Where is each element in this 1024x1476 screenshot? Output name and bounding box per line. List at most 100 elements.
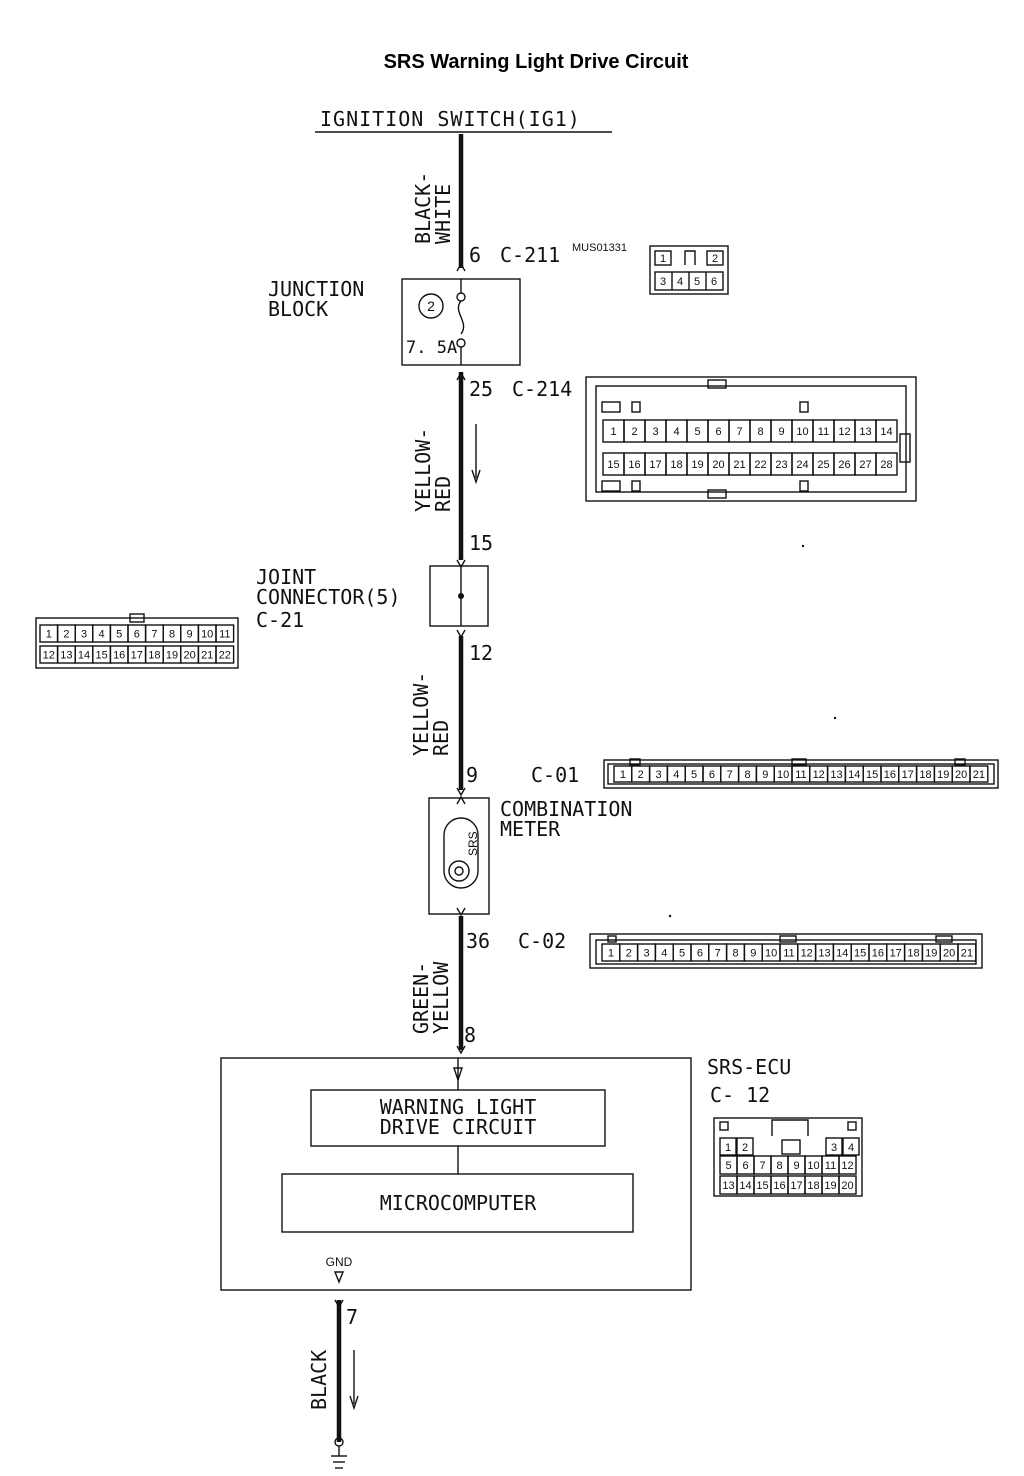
- pin-number: 2: [742, 1142, 748, 1154]
- junction-block-label-2: BLOCK: [268, 297, 328, 321]
- pin-number: 18: [670, 459, 682, 471]
- combination-meter-label: COMBINATION: [500, 797, 632, 821]
- pin-number: 6: [715, 426, 721, 438]
- pin-number: 15: [866, 769, 878, 781]
- pin-number: 6: [742, 1160, 748, 1172]
- svg-text:WHITE: WHITE: [431, 184, 455, 244]
- pin-number: 12: [801, 948, 813, 960]
- pin-number: 19: [824, 1180, 836, 1192]
- pin-15-label: 15: [469, 531, 493, 555]
- pin-12-label: 12: [469, 641, 493, 665]
- junction-dot: [458, 593, 464, 599]
- svg-text:4: 4: [677, 276, 683, 288]
- pin-number: 1: [46, 629, 52, 641]
- fuse-icon: [456, 279, 466, 365]
- pin-number: 9: [187, 629, 193, 641]
- svg-text:6: 6: [711, 276, 717, 288]
- pin-number: 14: [739, 1180, 751, 1192]
- pin-number: 1: [620, 769, 626, 781]
- svg-text:RED: RED: [429, 720, 453, 756]
- svg-text:GREEN-: GREEN-: [409, 962, 433, 1034]
- pin-number: 6: [134, 629, 140, 641]
- pin-number: 7: [715, 948, 721, 960]
- pin-number: 3: [655, 769, 661, 781]
- svg-text:YELLOW-: YELLOW-: [409, 672, 433, 756]
- svg-text:BLACK: BLACK: [307, 1350, 331, 1410]
- pin-number: 9: [793, 1160, 799, 1172]
- srs-lamp-filament: [454, 866, 464, 876]
- pin-number: 16: [628, 459, 640, 471]
- label-black: BLACK: [307, 1350, 331, 1410]
- pin-number: 15: [854, 948, 866, 960]
- pin-number: 13: [60, 650, 72, 662]
- pin-cell: [969, 765, 989, 783]
- pin-number: 4: [673, 769, 679, 781]
- pin-number: 21: [961, 948, 973, 960]
- pin-number: 7: [727, 769, 733, 781]
- pin-number: 14: [836, 948, 848, 960]
- pin-number: 14: [848, 769, 860, 781]
- fuse-rating: 7. 5A: [406, 338, 457, 358]
- pin-number: 9: [762, 769, 768, 781]
- gnd-label: GND: [326, 1255, 353, 1269]
- pin-number: 16: [113, 650, 125, 662]
- terminal-markers: [334, 262, 466, 1309]
- pin-number: 22: [219, 650, 231, 662]
- pin-cell: [736, 1137, 754, 1156]
- pin-number: 4: [661, 948, 667, 960]
- pin-number: 8: [169, 629, 175, 641]
- speck: [801, 544, 805, 548]
- pin-number: 13: [859, 426, 871, 438]
- label-black-white: BLACK- WHITE: [411, 172, 455, 244]
- pin-cell: [842, 1137, 860, 1156]
- pin-cell: [719, 1137, 737, 1156]
- pin-number: 7: [736, 426, 742, 438]
- pin-36-label: 36: [466, 929, 490, 953]
- pin-number: 18: [919, 769, 931, 781]
- ignition-switch-label: IGNITION SWITCH(IG1): [320, 107, 581, 131]
- pin-number: 19: [691, 459, 703, 471]
- pin-cell: [215, 624, 235, 643]
- pin-number: 16: [872, 948, 884, 960]
- pin-number: 17: [131, 650, 143, 662]
- pin-number: 8: [744, 769, 750, 781]
- pin-number: 20: [955, 769, 967, 781]
- joint-connector-label: JOINT: [256, 565, 316, 589]
- drive-circuit-label: WARNING LIGHT: [380, 1095, 537, 1119]
- pin-number: 25: [817, 459, 829, 471]
- svg-text:YELLOW: YELLOW: [429, 961, 453, 1034]
- pin-6-label: 6: [469, 243, 481, 267]
- connector-c214-label: C-214: [512, 377, 572, 401]
- pin-number: 2: [63, 629, 69, 641]
- pin-number: 5: [725, 1160, 731, 1172]
- pin-number: 16: [773, 1180, 785, 1192]
- pin-number: 5: [679, 948, 685, 960]
- pin-number: 15: [95, 650, 107, 662]
- pin-number: 6: [697, 948, 703, 960]
- pin-cell: [875, 452, 898, 476]
- connector-c12-label: C- 12: [710, 1083, 770, 1107]
- svg-text:3: 3: [660, 276, 666, 288]
- pin-number: 3: [831, 1142, 837, 1154]
- connector-c21-label: C-21: [256, 608, 304, 632]
- pin-number: 23: [775, 459, 787, 471]
- pin-number: 17: [649, 459, 661, 471]
- pin-cell: [957, 943, 977, 962]
- fuse-number-circle: [418, 293, 444, 319]
- svg-text:5: 5: [694, 276, 700, 288]
- pin-number: 22: [754, 459, 766, 471]
- microcomputer: [281, 1173, 634, 1233]
- pin-number: 20: [712, 459, 724, 471]
- pin-number: 14: [78, 650, 90, 662]
- pin-cell: [838, 1175, 857, 1195]
- pin-number: 15: [756, 1180, 768, 1192]
- pin-number: 12: [813, 769, 825, 781]
- pin-number: 6: [709, 769, 715, 781]
- pin-number: 4: [99, 629, 105, 641]
- pin-number: 19: [937, 769, 949, 781]
- svg-text:RED: RED: [431, 476, 455, 512]
- pin-number: 12: [43, 650, 55, 662]
- pin-number: 28: [880, 459, 892, 471]
